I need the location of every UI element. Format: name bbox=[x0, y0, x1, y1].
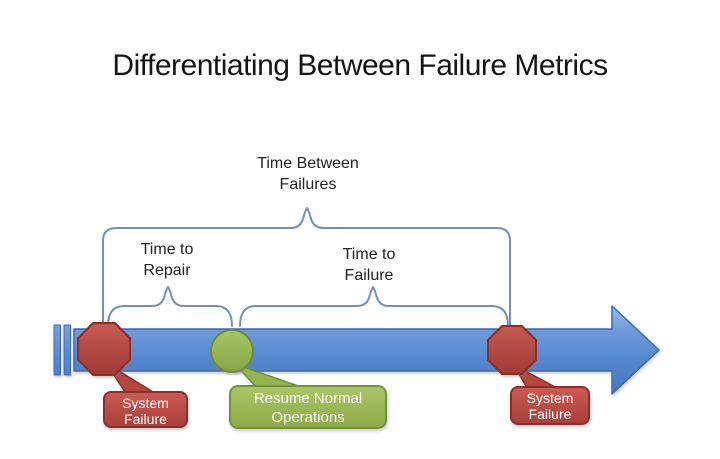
brace-time-between-failures bbox=[102, 207, 511, 328]
callout-line: Resume Normal bbox=[253, 390, 363, 407]
label-line: Failures bbox=[279, 176, 337, 193]
callout-line: System bbox=[526, 390, 574, 406]
label-time-between-failures: Time Between Failures bbox=[218, 153, 398, 195]
callout-system-failure-1: System Failure bbox=[103, 391, 188, 428]
callout-line: Failure bbox=[124, 411, 167, 427]
brace-time-to-failure bbox=[239, 286, 509, 327]
callout-resume-normal-operations: Resume Normal Operations bbox=[229, 385, 387, 429]
callout-system-failure-2: System Failure bbox=[510, 386, 590, 425]
label-time-to-repair: Time to Repair bbox=[107, 239, 227, 281]
resume-operations-marker-circle bbox=[210, 329, 254, 373]
timeline-tail-bar bbox=[63, 324, 71, 376]
system-failure-marker-octagon bbox=[77, 322, 131, 376]
label-time-to-failure: Time to Failure bbox=[309, 244, 429, 286]
callout-line: Operations bbox=[271, 409, 345, 426]
system-failure-marker-octagon bbox=[487, 325, 537, 375]
brace-time-to-repair bbox=[107, 286, 233, 327]
callout-line: Failure bbox=[528, 406, 572, 422]
callout-line: System bbox=[122, 395, 169, 411]
label-line: Time to bbox=[342, 246, 396, 263]
page-title: Differentiating Between Failure Metrics bbox=[112, 49, 608, 82]
label-line: Time to bbox=[140, 241, 194, 258]
label-line: Repair bbox=[143, 262, 191, 279]
timeline-arrow bbox=[73, 305, 660, 395]
timeline-tail-bar bbox=[53, 324, 61, 376]
label-line: Failure bbox=[344, 267, 394, 284]
label-line: Time Between bbox=[257, 155, 359, 172]
